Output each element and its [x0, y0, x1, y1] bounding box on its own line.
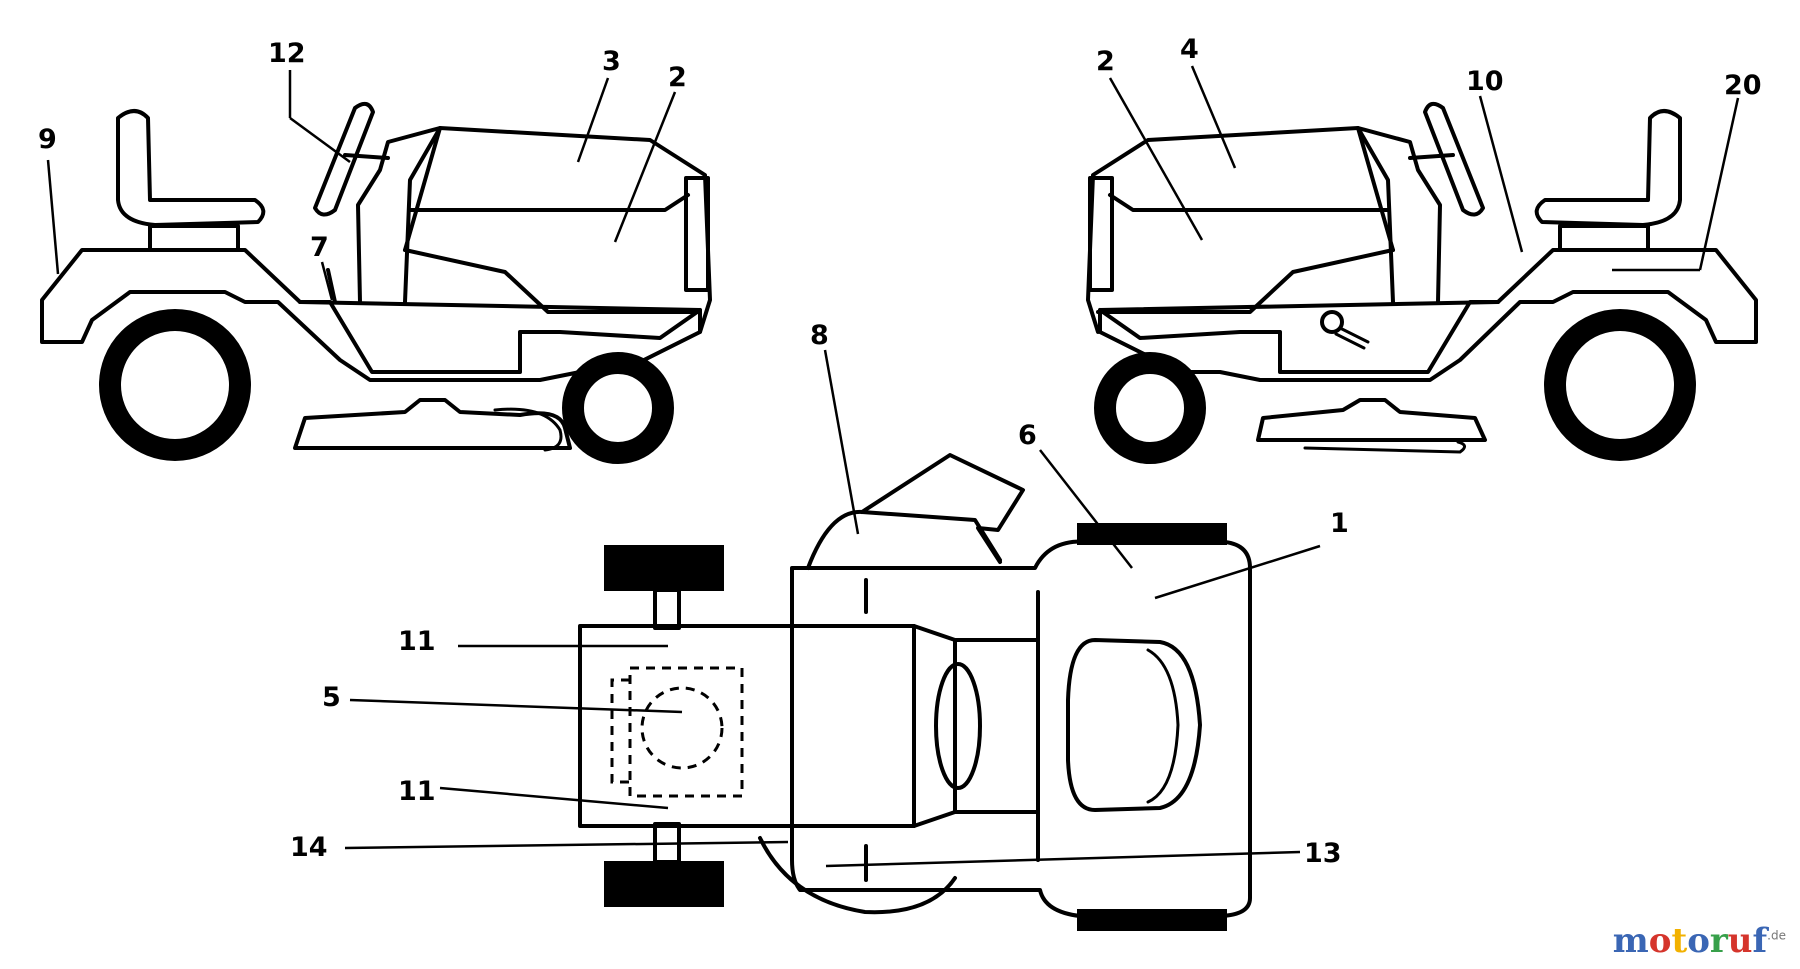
right-hood-line	[1108, 193, 1390, 212]
leader-11-lower	[439, 786, 669, 810]
leader-12b	[289, 116, 351, 164]
right-mower-deck	[1256, 398, 1487, 442]
leader-5	[349, 698, 683, 714]
top-seat-outline-dashed	[628, 666, 744, 798]
leader-2-right	[1108, 77, 1204, 241]
leader-6	[1039, 449, 1133, 569]
top-steering-wheel	[934, 662, 982, 790]
motoruf-watermark: motoruf.de	[1613, 921, 1786, 961]
watermark-letter: m	[1612, 921, 1649, 961]
right-seat	[1534, 109, 1682, 227]
callout-3: 3	[602, 46, 621, 77]
right-steering-wheel	[1423, 101, 1485, 217]
callout-2-right: 2	[1096, 46, 1115, 77]
top-front-tire-lower	[1077, 909, 1227, 931]
watermark-letter: t	[1671, 921, 1688, 961]
top-discharge-chute	[860, 453, 1025, 564]
leader-10	[1478, 95, 1524, 253]
callout-12: 12	[268, 38, 306, 69]
watermark-letter: o	[1687, 921, 1710, 961]
left-deck-chute	[493, 407, 563, 452]
left-mower-deck	[293, 398, 572, 450]
right-deck-skirt	[1303, 440, 1466, 454]
top-fuel-cap-dashed	[640, 686, 724, 770]
watermark-letter: u	[1727, 921, 1753, 961]
leader-2-left	[613, 91, 677, 243]
leader-9	[46, 159, 60, 275]
left-hood-line	[408, 193, 690, 212]
left-dash-tower	[356, 126, 442, 304]
top-rear-tire-upper	[604, 545, 724, 591]
leader-20	[1698, 97, 1740, 271]
right-grille	[1088, 176, 1114, 292]
top-rear-tire-lower	[604, 861, 724, 907]
callout-2-left: 2	[668, 62, 687, 93]
top-hood-front	[1066, 638, 1202, 812]
watermark-suffix: .de	[1767, 928, 1786, 943]
right-hood	[1086, 126, 1395, 334]
callout-6: 6	[1018, 420, 1037, 451]
watermark-letter: o	[1648, 921, 1672, 961]
top-hood-highlight	[1146, 648, 1180, 804]
left-steering-column	[343, 153, 390, 160]
callout-14: 14	[290, 832, 328, 863]
left-hood-side	[403, 248, 702, 314]
left-seat-base	[148, 224, 240, 252]
left-seat	[116, 109, 266, 227]
watermark-letter: f	[1752, 921, 1768, 961]
right-hood-side	[1096, 248, 1395, 314]
leader-1	[1154, 544, 1321, 600]
right-footrest	[1098, 300, 1500, 312]
top-deck-outline	[806, 509, 1002, 570]
callout-7: 7	[310, 232, 329, 263]
watermark-letter: r	[1709, 921, 1728, 961]
top-rear-fender	[578, 624, 916, 828]
callout-11-upper: 11	[398, 626, 436, 657]
top-view: 8 6 1 11 5 11 14 13	[290, 320, 1349, 931]
callout-4: 4	[1180, 34, 1199, 65]
leader-14	[344, 840, 789, 850]
left-hood	[403, 126, 712, 334]
left-side-view: 9 12 3 2 7	[38, 38, 712, 464]
left-steering-wheel	[313, 101, 375, 217]
right-steering-column	[1408, 153, 1455, 160]
right-seat-base	[1558, 224, 1650, 252]
leader-3	[576, 77, 610, 163]
right-side-view: 2 4 10 20	[1086, 34, 1762, 464]
callout-1: 1	[1330, 508, 1349, 539]
callout-10: 10	[1466, 66, 1504, 97]
right-dash-tower	[1356, 126, 1442, 304]
leader-7	[320, 261, 334, 301]
left-fender-rod	[326, 268, 337, 304]
callout-13: 13	[1304, 838, 1342, 869]
right-pedal-knob	[1320, 310, 1344, 334]
callout-8: 8	[810, 320, 829, 351]
top-rear-body	[790, 539, 1252, 918]
callout-9: 9	[38, 124, 57, 155]
callout-5: 5	[322, 682, 341, 713]
leader-8	[823, 349, 860, 535]
callout-20: 20	[1724, 70, 1762, 101]
left-footrest	[298, 300, 702, 312]
callout-11-lower: 11	[398, 776, 436, 807]
right-pedal-lever	[1338, 326, 1370, 344]
left-grille	[684, 176, 710, 292]
top-steering-column	[953, 638, 1040, 814]
leader-4	[1190, 65, 1237, 169]
top-deck-lower	[758, 836, 957, 915]
leader-13	[825, 850, 1301, 868]
